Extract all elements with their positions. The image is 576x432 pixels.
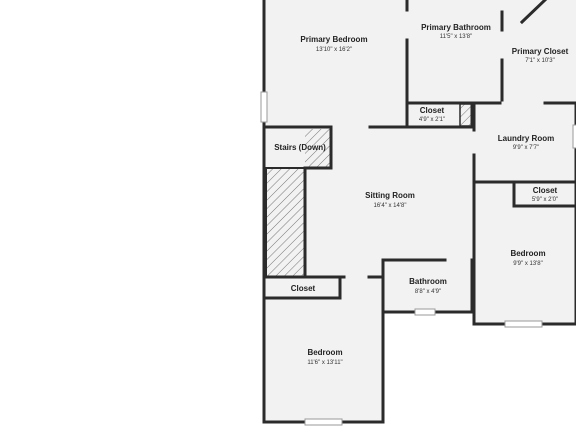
walls <box>262 0 576 424</box>
room-closet-top: Closet 4'9" x 2'1" <box>419 106 445 123</box>
room-dims: 4'9" x 2'1" <box>419 117 445 123</box>
room-laundry-room: Laundry Room 9'9" x 7'7" <box>498 134 554 151</box>
room-name: Primary Bathroom <box>421 23 491 32</box>
room-bathroom: Bathroom 8'8" x 4'9" <box>409 277 447 295</box>
windows <box>260 91 576 426</box>
room-name: Closet <box>420 106 445 115</box>
room-stairs: Stairs (Down) <box>274 143 326 152</box>
room-dims: 16'4" x 14'8" <box>374 203 407 209</box>
room-dims: 11'5" x 13'8" <box>440 34 472 40</box>
room-sitting-room: Sitting Room 16'4" x 14'8" <box>365 191 415 209</box>
room-closet-left: Closet <box>291 284 316 293</box>
room-name: Primary Bedroom <box>300 35 367 44</box>
room-dims: 5'9" x 2'0" <box>532 197 558 203</box>
room-dims: 9'9" x 7'7" <box>513 145 539 151</box>
room-dims: 8'8" x 4'9" <box>415 289 441 295</box>
room-primary-bathroom: Primary Bathroom 11'5" x 13'8" <box>421 23 491 40</box>
room-primary-closet: Primary Closet 7'1" x 10'3" <box>512 47 569 64</box>
room-bedroom-left: Bedroom 11'6" x 13'11" <box>307 348 342 366</box>
stairs-top-hatch <box>305 129 331 168</box>
room-name: Laundry Room <box>498 134 554 143</box>
room-dims: 11'6" x 13'11" <box>307 360 342 366</box>
room-dims: 9'9" x 13'8" <box>513 261 543 267</box>
room-dims: 13'10" x 16'2" <box>316 47 352 53</box>
room-name: Primary Closet <box>512 47 569 56</box>
room-name: Closet <box>533 186 558 195</box>
stairs-hatch-area <box>265 167 306 278</box>
room-name: Stairs (Down) <box>274 143 326 152</box>
room-primary-bedroom: Primary Bedroom 13'10" x 16'2" <box>300 35 367 53</box>
room-name: Sitting Room <box>365 191 415 200</box>
room-name: Bathroom <box>409 277 447 286</box>
room-name: Bedroom <box>307 348 342 357</box>
room-name: Bedroom <box>510 249 545 258</box>
room-bedroom-right: Bedroom 9'9" x 13'8" <box>510 249 545 267</box>
room-closet-right: Closet 5'9" x 2'0" <box>532 186 558 203</box>
room-name: Closet <box>291 284 316 293</box>
closet-hatch-square <box>459 103 473 127</box>
room-dims: 7'1" x 10'3" <box>525 58 555 64</box>
